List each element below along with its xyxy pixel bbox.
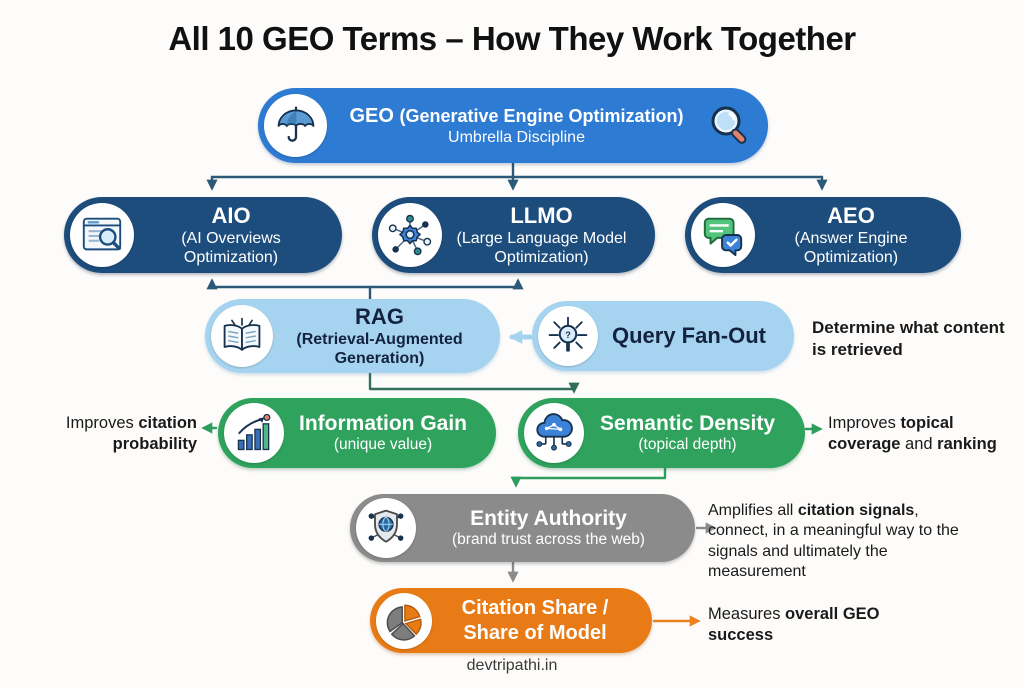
rag-abbr: RAG — [355, 303, 404, 329]
qfo-note: Determine what content is retrieved — [812, 318, 1005, 359]
chat-bubbles-icon — [691, 203, 755, 267]
open-book-icon — [211, 305, 273, 367]
llmo-sub: (Large Language Model Optimization) — [456, 230, 627, 267]
citation-note: Measures overall GEO success — [708, 605, 880, 645]
node-geo: GEO (Generative Engine Optimization) Umb… — [258, 88, 768, 163]
citation-label-line2: Share of Model — [463, 621, 607, 644]
entity-label: Entity Authority — [470, 507, 627, 531]
aeo-sub: (Answer Engine Optimization) — [794, 230, 908, 267]
entity-sub: (brand trust across the web) — [452, 531, 645, 549]
geo-full-name: (Generative Engine Optimization) — [399, 105, 684, 126]
qfo-label: Query Fan-Out — [611, 322, 766, 348]
entity-note: Amplifies all citation signals, connect,… — [708, 502, 959, 581]
node-qfo: ? Query Fan-Out — [532, 301, 794, 371]
shield-globe-icon — [356, 498, 416, 558]
svg-text:?: ? — [565, 330, 571, 340]
node-aeo: AEO (Answer Engine Optimization) — [685, 197, 961, 273]
aeo-abbr: AEO — [827, 202, 875, 228]
semantic-note: Improves topical coverage and ranking — [828, 414, 997, 454]
rag-sub: (Retrieval-Augmented Generation) — [296, 331, 463, 368]
cloud-network-icon — [524, 403, 584, 463]
connector-rag-to-llmo — [368, 278, 524, 290]
semantic-label: Semantic Density — [599, 412, 776, 436]
infogain-sub: (unique value) — [333, 436, 433, 454]
infogain-label: Information Gain — [299, 412, 467, 436]
aio-abbr: AIO — [211, 202, 251, 228]
infogain-note: Improves citation probability — [65, 414, 197, 454]
connector-geo-branch — [210, 161, 824, 179]
umbrella-icon — [264, 94, 327, 157]
page-title: All 10 GEO Terms – How They Work Togethe… — [168, 20, 856, 57]
node-infogain: Information Gain (unique value) — [218, 398, 496, 468]
connector-rag-to-aio — [206, 278, 372, 301]
llmo-abbr: LLMO — [510, 202, 573, 228]
semantic-sub: (topical depth) — [638, 436, 737, 454]
aio-sub: (AI Overviews Optimization) — [181, 230, 281, 267]
fan-out-search-icon: ? — [538, 306, 598, 366]
bar-chart-growth-icon — [224, 403, 284, 463]
connector-rag-to-semantic — [368, 371, 580, 394]
network-gear-icon — [378, 203, 442, 267]
node-rag: RAG (Retrieval-Augmented Generation) — [205, 299, 500, 373]
node-citation: Citation Share / Share of Model — [370, 588, 652, 653]
node-entity: Entity Authority (brand trust across the… — [350, 494, 695, 562]
geo-subtitle: Umbrella Discipline — [448, 128, 585, 146]
pie-chart-icon — [376, 592, 432, 649]
connector-semantic-to-entity — [510, 466, 667, 488]
browser-search-icon — [70, 203, 134, 267]
magnifier-icon — [706, 102, 754, 150]
node-semantic: Semantic Density (topical depth) — [518, 398, 805, 468]
footer-credit: devtripathi.in — [466, 657, 558, 674]
node-llmo: LLMO (Large Language Model Optimization) — [372, 197, 655, 273]
citation-label-line1: Citation Share / — [461, 596, 609, 619]
node-aio: AIO (AI Overviews Optimization) — [64, 197, 342, 273]
geo-abbr: GEO — [349, 104, 394, 127]
